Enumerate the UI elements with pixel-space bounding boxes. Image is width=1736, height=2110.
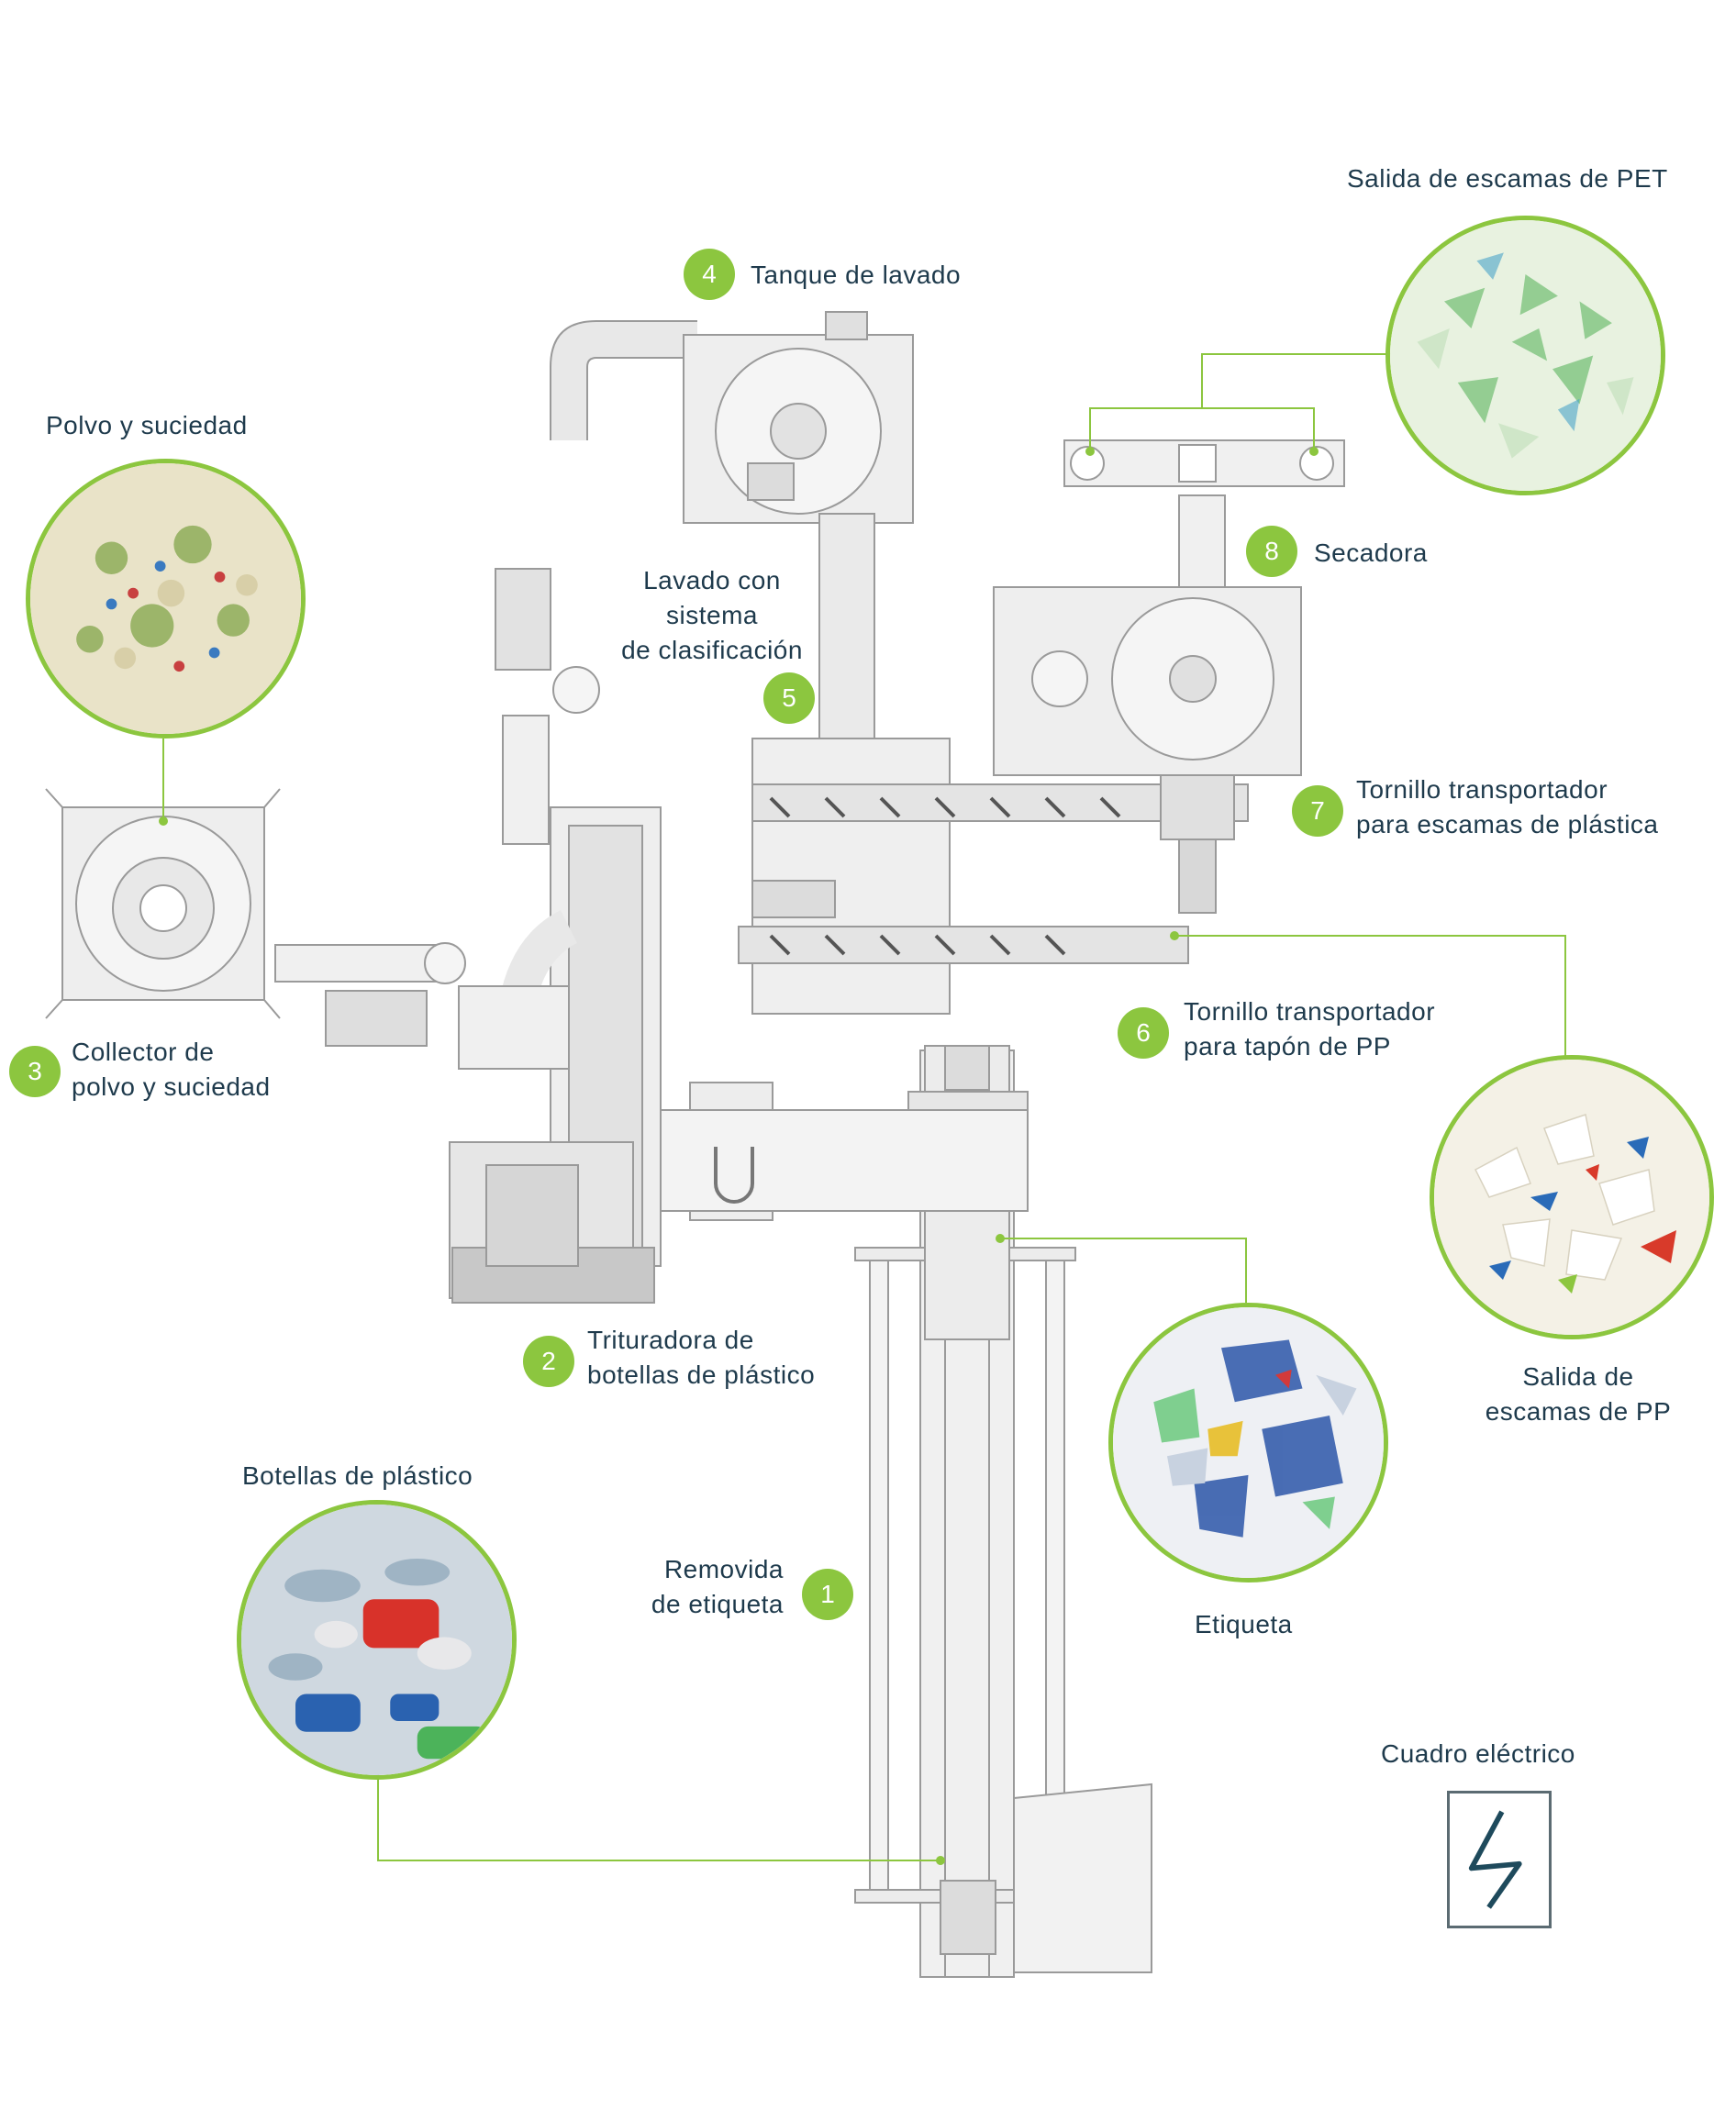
dust-collector-machine xyxy=(45,788,466,1047)
pp-output-caption-line-2: escamas de PP xyxy=(1485,1397,1672,1426)
step-5-badge: 5 xyxy=(763,672,815,724)
bottles-caption: Botellas de plástico xyxy=(242,1461,473,1490)
pp-output-caption: Salida de escamas de PP xyxy=(1459,1360,1697,1429)
step-5-label: Lavado con sistema de clasificación xyxy=(596,563,828,668)
step-6-label: Tornillo transportador para tapón de PP xyxy=(1184,994,1435,1064)
step-1-badge: 1 xyxy=(802,1569,853,1620)
step-6-label-line-1: Tornillo transportador xyxy=(1184,997,1436,1026)
crusher-machine xyxy=(449,806,1029,1304)
step-2-label-line-2: botellas de plástico xyxy=(587,1360,816,1389)
step-4-label: Tanque de lavado xyxy=(751,261,962,289)
step-3-label: Collector de polvo y suciedad xyxy=(72,1035,271,1105)
step-6-label-line-2: para tapón de PP xyxy=(1184,1032,1391,1061)
electrical-panel xyxy=(1447,1791,1552,1928)
dust-dirt-photo xyxy=(26,459,306,738)
step-2-badge: 2 xyxy=(523,1336,574,1387)
step-7-badge: 7 xyxy=(1292,785,1343,837)
step-3-badge: 3 xyxy=(9,1046,61,1097)
step-7-label-line-2: para escamas de plástica xyxy=(1356,810,1659,838)
step-6-badge: 6 xyxy=(1118,1007,1169,1059)
step-5-label-line-3: de clasificación xyxy=(621,636,803,664)
pp-flakes-photo xyxy=(1430,1055,1714,1339)
step-5-label-line-2: sistema xyxy=(666,601,758,629)
label-caption: Etiqueta xyxy=(1195,1610,1293,1638)
washing-sorting-machine xyxy=(738,513,1249,1015)
labels-photo xyxy=(1108,1303,1388,1582)
pet-output-caption: Salida de escamas de PET xyxy=(1347,164,1668,193)
step-1-label-line-2: de etiqueta xyxy=(651,1590,784,1618)
step-8-label: Secadora xyxy=(1314,539,1428,567)
step-3-label-line-1: Collector de xyxy=(72,1038,215,1066)
pet-flakes-photo xyxy=(1385,216,1665,495)
step-8-badge: 8 xyxy=(1246,526,1297,577)
step-1-label-line-1: Removida xyxy=(663,1555,784,1583)
lightning-icon xyxy=(1468,1810,1522,1909)
washing-tank-machine xyxy=(683,311,914,524)
step-1-label: Removida de etiqueta xyxy=(587,1552,784,1622)
step-7-label-line-1: Tornillo transportador xyxy=(1356,775,1608,804)
dust-dirt-caption: Polvo y suciedad xyxy=(46,411,248,439)
step-2-label: Trituradora de botellas de plástico xyxy=(587,1323,815,1393)
step-2-label-line-1: Trituradora de xyxy=(587,1326,754,1354)
pp-output-caption-line-1: Salida de xyxy=(1522,1362,1634,1391)
step-7-label: Tornillo transportador para escamas de p… xyxy=(1356,772,1659,842)
step-3-label-line-2: polvo y suciedad xyxy=(72,1072,271,1101)
bottles-photo xyxy=(237,1500,517,1780)
electrical-panel-caption: Cuadro eléctrico xyxy=(1381,1739,1575,1768)
step-4-badge: 4 xyxy=(684,249,735,300)
dryer-machine xyxy=(993,439,1345,914)
step-5-label-line-1: Lavado con xyxy=(643,566,781,594)
